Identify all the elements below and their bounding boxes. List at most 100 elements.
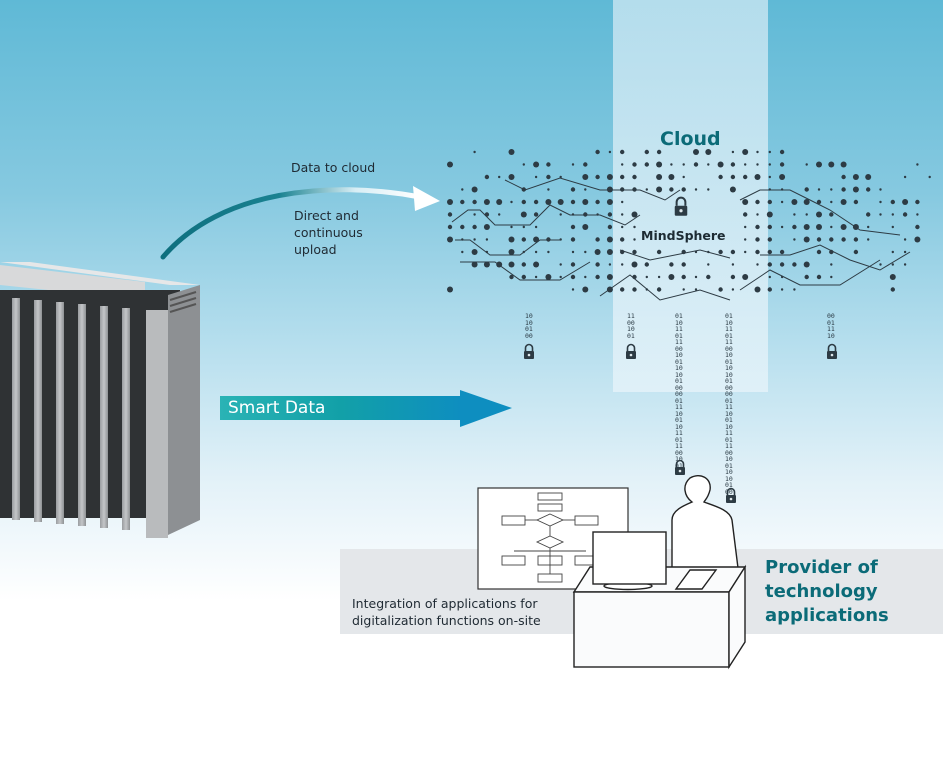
circuit-dot [508, 236, 515, 243]
circuit-dot [803, 199, 810, 205]
circuit-dot [473, 238, 476, 241]
circuit-dot [682, 163, 685, 166]
circuit-dot [682, 175, 685, 179]
circuit-dot [483, 224, 490, 230]
circuit-dot [853, 199, 859, 205]
circuit-dot [779, 162, 785, 167]
circuit-dot [902, 212, 908, 217]
circuit-dot [830, 200, 833, 204]
circuit-dot [706, 274, 711, 280]
circuit-dot [594, 249, 601, 255]
circuit-dot [841, 174, 846, 180]
circuit-dot [498, 213, 501, 216]
circuit-dot [534, 175, 538, 179]
circuit-dot [804, 187, 809, 192]
binary-stream-center-left: 11 00 10 01 [627, 312, 635, 340]
circuit-dot [816, 211, 822, 218]
circuit-dot [768, 275, 771, 279]
circuit-dot [744, 238, 747, 241]
circuit-dot [596, 213, 599, 216]
circuit-dot [508, 261, 515, 268]
circuit-dot [903, 250, 907, 254]
circuit-dot [620, 149, 625, 155]
circuit-dot [645, 275, 648, 279]
circuit-dot [829, 237, 834, 242]
circuit-dot [768, 188, 771, 191]
circuit-dot [805, 163, 808, 166]
smart-data-arrow [220, 390, 512, 427]
circuit-dot [584, 275, 587, 279]
padlock-icon [625, 343, 637, 360]
circuit-dot [693, 162, 699, 167]
circuit-dot [694, 288, 698, 291]
circuit-dot [520, 211, 527, 218]
circuit-dot [756, 150, 759, 154]
circuit-dot [522, 225, 525, 229]
person-icon [671, 474, 739, 569]
circuit-dot [447, 286, 453, 293]
circuit-dot [559, 263, 562, 266]
circuit-dot [718, 174, 723, 180]
smart-data-label: Smart Data [228, 398, 326, 418]
circuit-dot [508, 174, 515, 180]
padlock-icon [673, 196, 689, 217]
circuit-dot [570, 274, 576, 280]
circuit-dot [657, 275, 661, 279]
circuit-dot [756, 213, 759, 216]
circuit-dot [668, 274, 675, 280]
circuit-dot [559, 275, 562, 279]
upload-line-1: Direct and [294, 208, 359, 223]
circuit-dot [460, 224, 465, 230]
circuit-dot [534, 225, 538, 229]
circuit-dot [533, 212, 539, 217]
mindsphere-label: MindSphere [641, 228, 726, 243]
circuit-dot [830, 188, 833, 191]
circuit-dot [879, 188, 882, 191]
padlock-icon [523, 343, 535, 360]
binary-stream-left: 10 10 01 00 [525, 312, 533, 340]
circuit-dot [744, 225, 747, 229]
circuit-dot [534, 275, 538, 279]
circuit-dot [606, 174, 613, 180]
circuit-dot [472, 224, 477, 230]
circuit-dot [582, 174, 589, 180]
circuit-dot [891, 250, 894, 254]
circuit-dot [729, 186, 736, 193]
circuit-dot [533, 261, 540, 268]
circuit-dot [694, 275, 698, 279]
circuit-dot [460, 199, 465, 205]
circuit-dot [780, 188, 784, 191]
circuit-dot [816, 161, 822, 168]
upload-label: Direct and continuous upload [294, 207, 363, 258]
circuit-dot [816, 274, 822, 280]
circuit-dot [633, 225, 636, 229]
upload-line-2: continuous [294, 225, 363, 240]
circuit-dot [607, 224, 613, 230]
circuit-dot [754, 286, 761, 293]
circuit-dot [767, 287, 772, 292]
circuit-dot [606, 286, 613, 293]
circuit-dot [559, 213, 562, 216]
circuit-dot [730, 274, 736, 280]
circuit-dot [483, 199, 490, 205]
circuit-dot [731, 288, 735, 291]
circuit-dot [852, 224, 859, 230]
circuit-dot [840, 161, 847, 168]
circuit-dot [793, 288, 796, 291]
circuit-dot [608, 150, 612, 154]
circuit-dot [891, 213, 894, 216]
circuit-dot [903, 175, 907, 179]
circuit-dot [793, 238, 796, 241]
circuit-dot [461, 250, 464, 254]
circuit-dot [742, 199, 749, 205]
circuit-dot [756, 263, 759, 266]
circuit-dot [755, 237, 760, 242]
circuit-dot [559, 238, 562, 241]
circuit-dot [656, 186, 663, 193]
circuit-dot [631, 261, 638, 268]
circuit-dot [509, 274, 514, 280]
circuit-dot [606, 274, 613, 280]
circuit-dot [533, 199, 539, 205]
circuit-dot [447, 212, 453, 217]
circuit-dot [473, 150, 476, 154]
